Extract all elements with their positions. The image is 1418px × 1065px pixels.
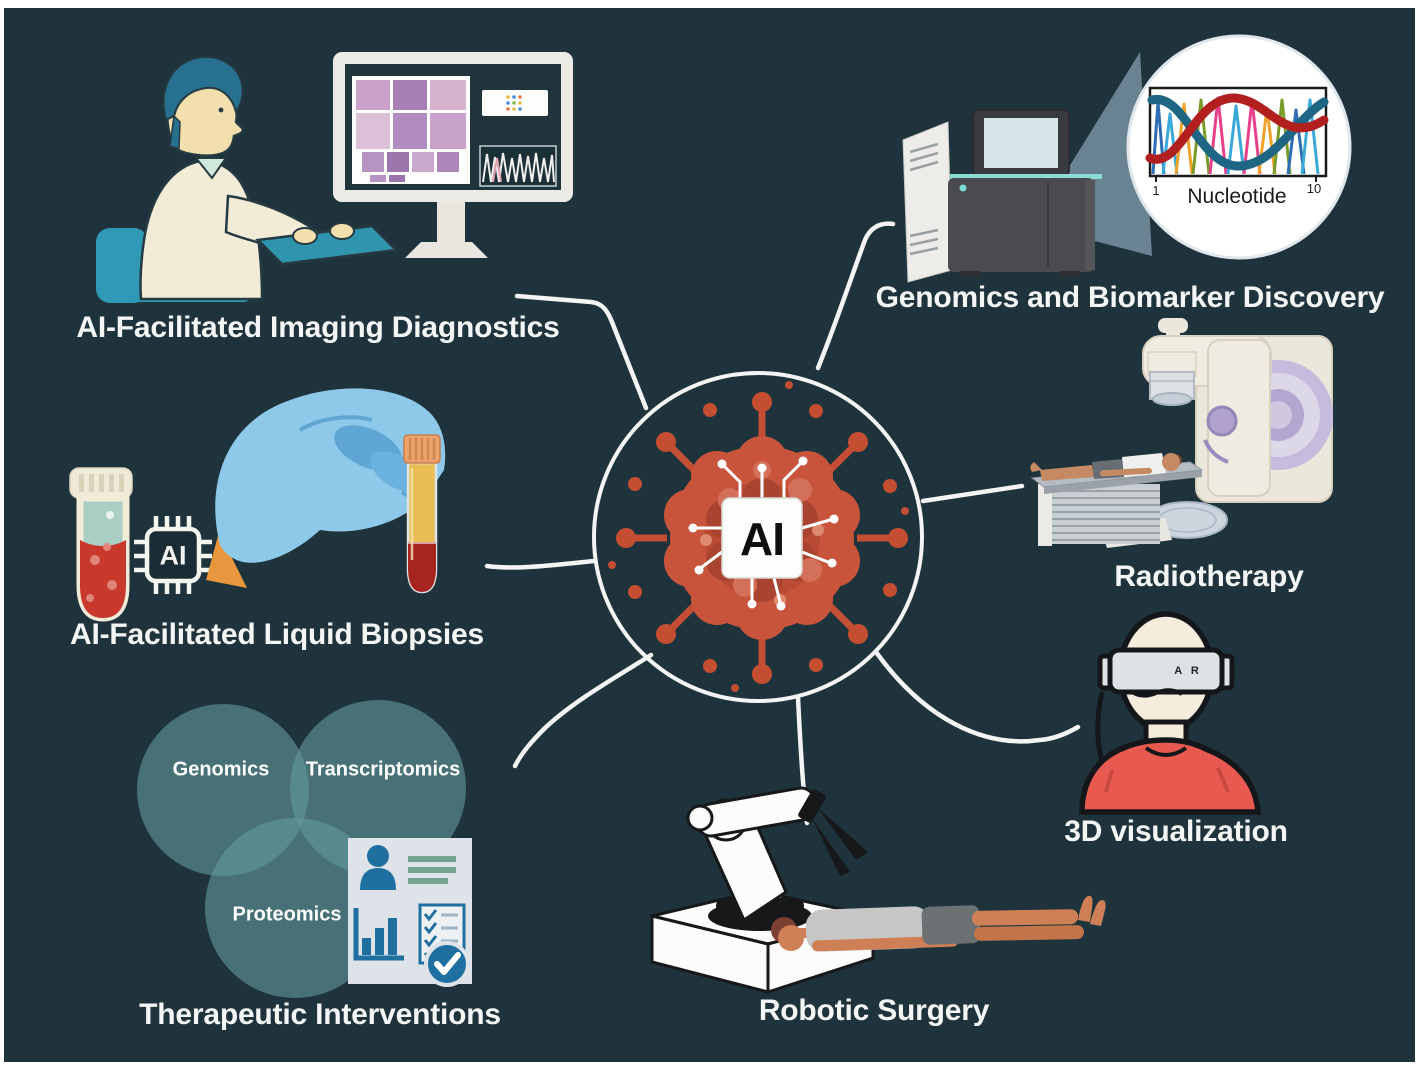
doctor-collar (193, 157, 228, 180)
venn-label-genomics: Genomics (172, 758, 270, 781)
blood-tube-icon (69, 467, 133, 622)
chip-trace-nodes (688, 456, 839, 611)
connector-genomics (815, 221, 896, 371)
liquid-biopsies-illustration (69, 388, 446, 622)
chip-circuit-traces (697, 462, 831, 603)
hub-ai-chip (721, 497, 803, 579)
hub-circle (592, 371, 924, 703)
therapeutic-illustration (137, 700, 472, 998)
venn-label-proteomics: Proteomics (232, 903, 342, 926)
inset-tick-last: 10 (1306, 181, 1322, 196)
label-3d-visualization: 3D visualization (1064, 815, 1288, 848)
tumor-spikes (616, 392, 908, 684)
waveform-trace (482, 152, 555, 183)
label-imaging-diagnostics: AI-Facilitated Imaging Diagnostics (76, 311, 560, 344)
imaging-diagnostics-illustration (96, 52, 573, 303)
table-stack (1052, 484, 1160, 544)
sequencer-teal-strip (950, 174, 1102, 179)
monitor-base (405, 242, 488, 258)
label-therapeutic-interventions: Therapeutic Interventions (139, 998, 501, 1031)
shirt (1079, 737, 1261, 815)
label-genomics: Genomics and Biomarker Discovery (875, 281, 1385, 314)
robotic-surgery-illustration (650, 786, 1106, 995)
inset-tick-first: 1 (1152, 183, 1160, 198)
connector-radiotherapy (920, 483, 1025, 504)
surgery-patient (771, 895, 1106, 952)
connector-biopsies (484, 558, 597, 570)
genomics-illustration (902, 34, 1352, 283)
radiotherapy-patient (1030, 453, 1182, 481)
tumor-dots (608, 381, 909, 692)
sequencer-screen (984, 118, 1058, 168)
radiotherapy-illustration (1030, 318, 1333, 548)
report-document-icon (348, 838, 472, 987)
helix-red (1145, 93, 1329, 164)
connector-visualization (873, 649, 1081, 744)
connector-lines (484, 221, 1081, 826)
ar-goggles (1107, 647, 1225, 695)
histology-tiles (356, 80, 466, 182)
central-hub (592, 371, 924, 703)
venn-label-transcriptomics: Transcriptomics (305, 758, 461, 781)
connector-imaging (514, 293, 649, 411)
inset-xlabel: Nucleotide (1187, 185, 1287, 208)
biopsy-chip-label: AI (159, 540, 187, 571)
doctor-hair (162, 55, 244, 122)
hub-chip-label: AI (740, 513, 785, 565)
ai-chip-icon (134, 516, 212, 594)
plasma-tube (403, 434, 441, 594)
label-robotic-surgery: Robotic Surgery (758, 994, 990, 1027)
linac-lens (1152, 392, 1192, 406)
gripper-blade (812, 818, 850, 876)
doctor-coat (139, 158, 264, 301)
label-liquid-biopsies: AI-Facilitated Liquid Biopsies (69, 618, 485, 651)
result-dots (506, 95, 522, 111)
visualization-illustration (1079, 611, 1261, 815)
gripper-blade (818, 808, 868, 860)
monitor-neck (437, 202, 465, 244)
sequencer-front (948, 178, 1094, 272)
label-radiotherapy: Radiotherapy (1114, 560, 1304, 593)
venn-circles (137, 700, 466, 998)
connector-therapeutic (512, 652, 654, 769)
ar-headset-label: A R (1174, 665, 1202, 677)
venn-proteomics-circle (205, 818, 385, 998)
